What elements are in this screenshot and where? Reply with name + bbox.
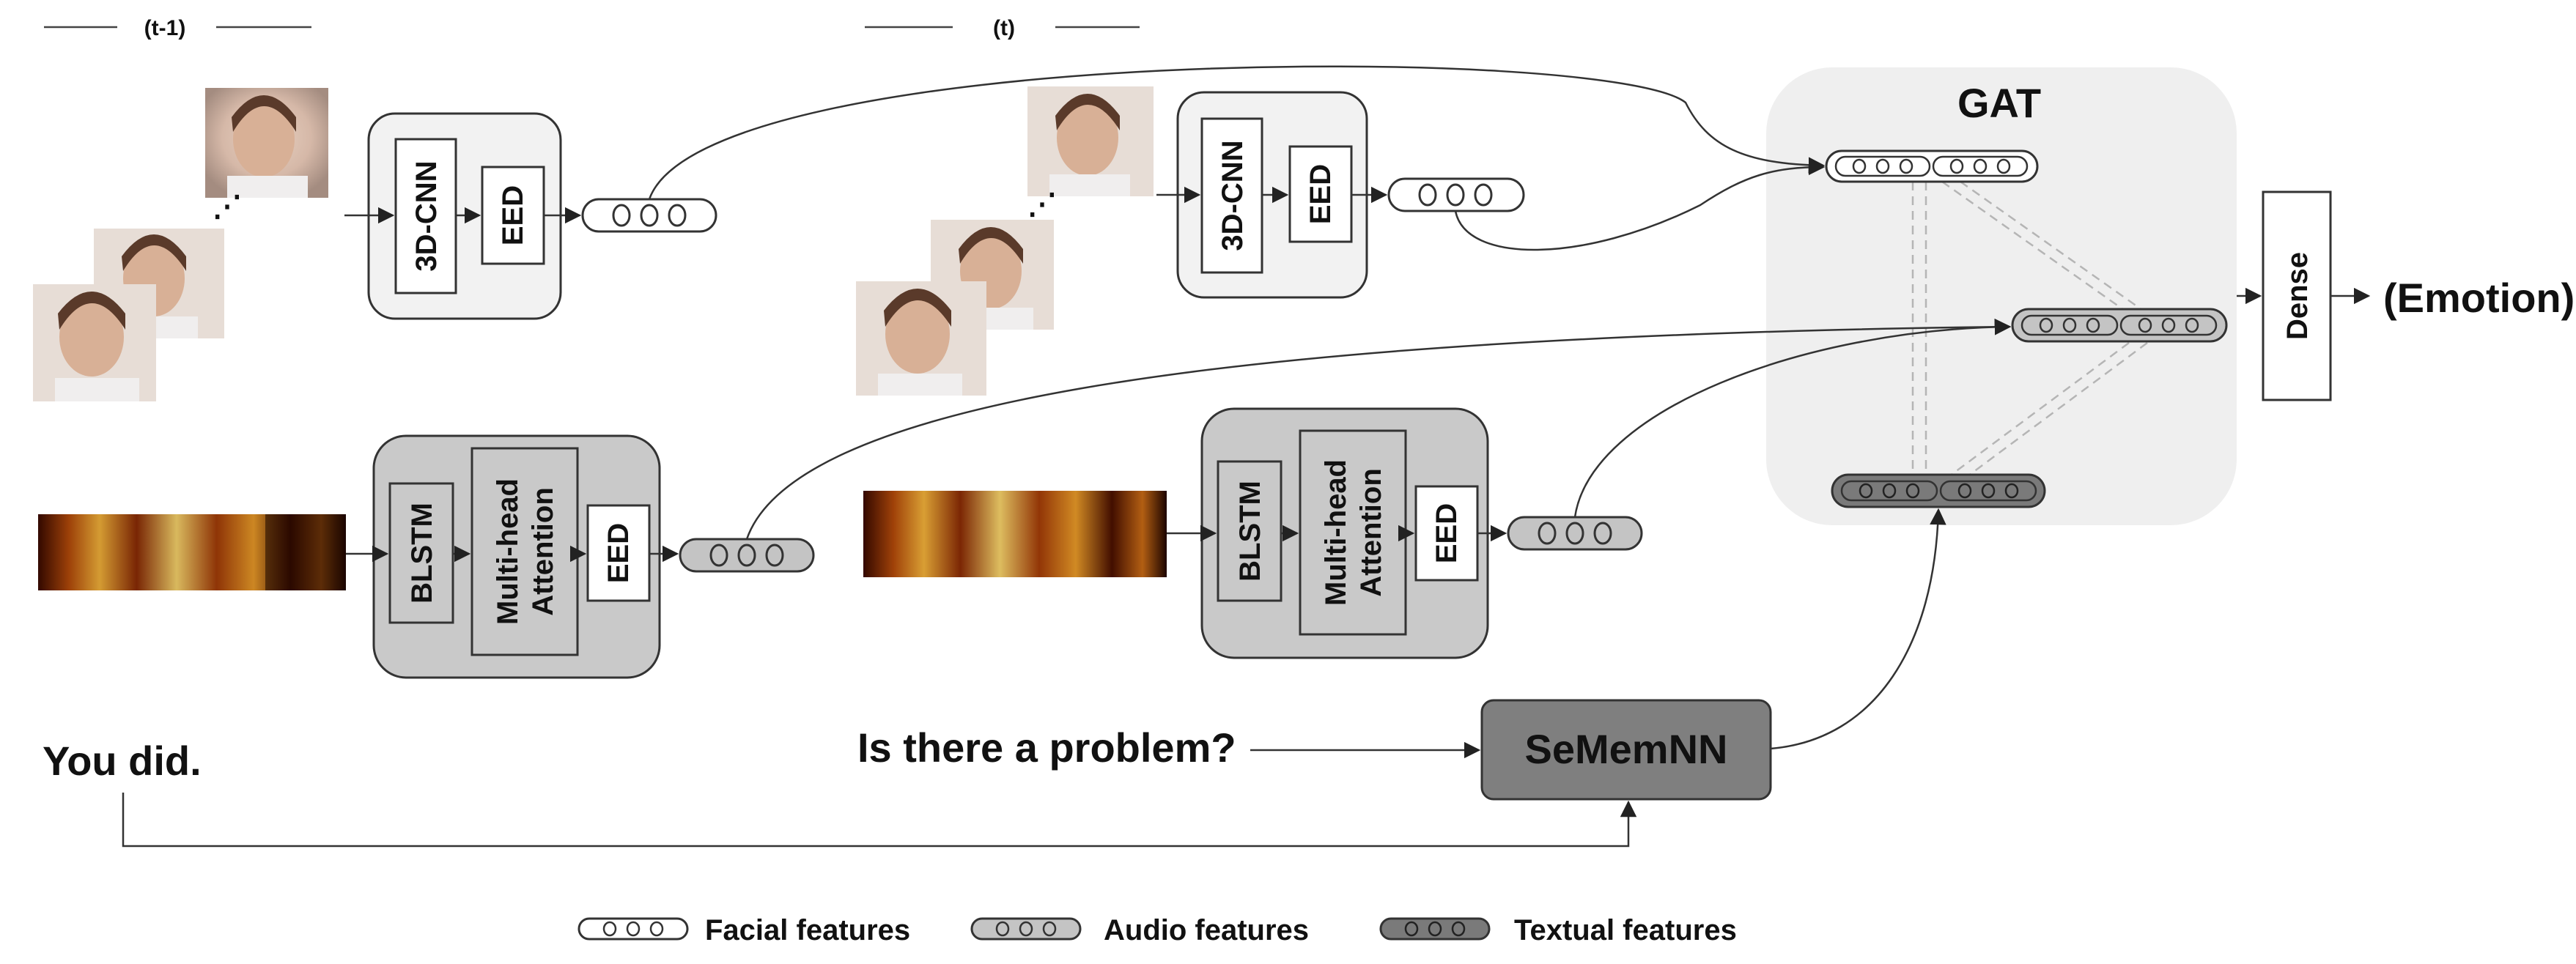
sememnn-block: SeMemNN xyxy=(1480,699,1772,801)
face-frame xyxy=(33,284,156,401)
ellipsis-dots: ⋰ xyxy=(213,190,242,223)
time-header-curr: (t) xyxy=(865,16,1140,40)
legend-label-textual: Textual features xyxy=(1514,914,1737,946)
eed-label: EED xyxy=(497,185,529,245)
graph-edge xyxy=(1960,180,2148,315)
legend-textual: Textual features xyxy=(1379,914,1737,946)
mha-label-line1: Multi-head xyxy=(1320,459,1352,606)
mha-label-line2: Attention xyxy=(527,487,559,616)
sememnn-label: SeMemNN xyxy=(1525,726,1728,772)
legend-audio: Audio features xyxy=(970,914,1309,946)
arrow xyxy=(1454,158,1826,251)
time-header-prev: (t-1) xyxy=(44,16,311,40)
eed-block xyxy=(481,166,545,265)
dense-block: Dense xyxy=(2262,190,2332,401)
legend: Facial features Audio features Textual f… xyxy=(577,914,1737,946)
utterance-prev: You did. xyxy=(43,738,202,784)
gat-node-facial xyxy=(1825,149,2039,183)
mha-label-line1: Multi-head xyxy=(492,478,524,625)
video-frames-prev: ⋰ xyxy=(33,88,328,401)
gat-panel: GAT xyxy=(1766,67,2237,525)
time-label-prev: (t-1) xyxy=(144,16,186,40)
eed-block xyxy=(1414,485,1479,582)
audio-encoder-prev: BLSTM Multi-head Attention EED xyxy=(372,434,661,679)
time-label-curr: (t) xyxy=(993,16,1015,40)
facial-vector-prev xyxy=(581,198,717,233)
legend-facial: Facial features xyxy=(577,914,910,946)
spectrogram-curr xyxy=(863,491,1167,577)
cnn-block xyxy=(1200,117,1263,274)
cnn-block xyxy=(394,138,457,294)
arrow xyxy=(648,65,1826,200)
emotion-output-label: (Emotion) xyxy=(2383,275,2575,321)
eed-label: EED xyxy=(1304,164,1337,224)
face-frame xyxy=(1027,86,1154,196)
blstm-block xyxy=(1217,460,1283,602)
graph-edge xyxy=(1967,341,2148,478)
eed-block xyxy=(586,504,651,602)
gat-node-audio xyxy=(2011,308,2228,343)
utterance-curr: Is there a problem? xyxy=(857,724,1236,771)
spectrogram-prev xyxy=(38,514,346,590)
cnn-label: 3D-CNN xyxy=(1217,140,1249,251)
eed-label: EED xyxy=(1431,503,1463,563)
connections xyxy=(122,65,2371,848)
mha-block xyxy=(1299,429,1407,636)
eed-block xyxy=(1288,145,1353,243)
mha-block xyxy=(470,447,579,656)
arrow xyxy=(1573,319,2012,518)
graph-edge xyxy=(1949,341,2130,478)
facial-vector-curr xyxy=(1387,177,1525,212)
dense-label: Dense xyxy=(2281,252,2314,340)
arrow xyxy=(1770,508,1946,750)
mha-label-line2: Attention xyxy=(1355,468,1387,597)
graph-edge xyxy=(1941,180,2130,315)
gat-node-textual xyxy=(1831,473,2046,508)
ellipsis-dots: ⋰ xyxy=(1027,188,1057,220)
legend-label-facial: Facial features xyxy=(705,914,910,946)
audio-vector-curr xyxy=(1507,516,1643,551)
arrow xyxy=(122,793,1637,848)
blstm-label: BLSTM xyxy=(406,503,438,604)
blstm-label: BLSTM xyxy=(1234,481,1266,582)
cnn-label: 3D-CNN xyxy=(410,160,443,271)
face-frame xyxy=(205,88,328,198)
eed-label: EED xyxy=(602,523,635,583)
gat-label: GAT xyxy=(1957,80,2041,126)
audio-encoder-curr: BLSTM Multi-head Attention EED xyxy=(1200,407,1489,659)
legend-label-audio: Audio features xyxy=(1104,914,1309,946)
arrow xyxy=(745,319,2012,540)
blstm-block xyxy=(388,482,454,624)
video-frames-curr: ⋰ xyxy=(856,86,1154,396)
face-frame xyxy=(856,281,986,396)
audio-vector-prev xyxy=(679,538,815,573)
